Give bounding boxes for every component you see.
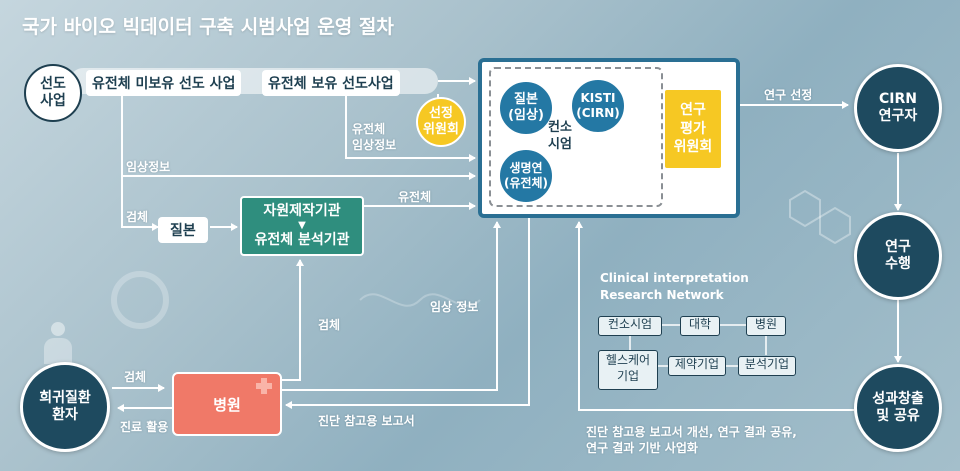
cirn-pharma-box: 제약기업 <box>668 356 726 376</box>
outcome-note-label: 진단 참고용 보고서 개선, 연구 결과 공유, 연구 결과 기반 사업화 <box>586 425 797 456</box>
research-execution-circle: 연구 수행 <box>854 212 942 300</box>
genome-label: 유전체 <box>398 190 432 204</box>
selection-committee-circle: 선정 위원회 <box>416 97 466 147</box>
no-genome-pilot-label: 유전체 미보유 선도 사업 <box>86 70 242 96</box>
hospital-label: 병원 <box>213 395 241 414</box>
cirn-hospital-box: 병원 <box>746 316 786 336</box>
cirn-title: Clinical interpretation Research Network <box>600 271 749 303</box>
genome-pilot-label: 유전체 보유 선도사업 <box>262 70 400 96</box>
cirn-consortium-box: 컨소시엄 <box>598 316 662 336</box>
diagnostic-report-label: 진단 참고용 보고서 <box>318 414 415 428</box>
person-icon <box>44 322 72 364</box>
hospital-specimen-label: 검체 <box>318 318 341 332</box>
consortium-dashed-area <box>489 67 663 207</box>
genome-analysis-institute-label: 유전체 분석기관 <box>254 232 350 249</box>
specimen-label: 검체 <box>126 210 149 224</box>
kisti-cirn-circle: KISTI (CIRN) <box>570 78 626 134</box>
page-title: 국가 바이오 빅데이터 구축 시범사업 운영 절차 <box>22 16 394 38</box>
cirn-analysis-company-box: 분석기업 <box>738 356 796 376</box>
kdca-specimen-box: 질본 <box>158 217 208 243</box>
down-triangle-icon: ▼ <box>298 220 306 232</box>
cirn-university-box: 대학 <box>680 316 720 336</box>
kdca-clinical-circle: 질본 (임상) <box>498 80 554 136</box>
patient-specimen-label: 검체 <box>124 370 147 384</box>
cirn-researcher-circle: CIRN 연구자 <box>854 64 942 152</box>
outcome-sharing-circle: 성과창출 및 공유 <box>854 364 942 452</box>
medical-cross-icon <box>256 378 272 394</box>
treatment-use-label: 진료 활용 <box>120 420 169 434</box>
resource-analysis-institute-box: 자원제작기관 ▼ 유전체 분석기관 <box>240 196 364 256</box>
decorative-molecule <box>111 189 851 329</box>
research-eval-committee-box: 연구 평가 위원회 <box>665 90 721 168</box>
kribb-genome-circle: 생명연 (유전체) <box>498 148 554 204</box>
consortium-pilot-label: 컨소 시엄 <box>548 120 572 152</box>
pilot-project-circle: 선도 사업 <box>24 64 82 122</box>
rare-disease-patient-circle: 희귀질환 환자 <box>20 362 110 452</box>
research-selection-label: 연구 선정 <box>764 88 813 102</box>
clinical-info-2-label: 임상 정보 <box>430 300 479 314</box>
genome-clinical-info-label: 유전체 임상정보 <box>352 122 397 152</box>
clinical-info-label: 임상정보 <box>126 160 171 174</box>
cirn-healthcare-box: 헬스케어 기업 <box>598 350 658 390</box>
resource-institute-label: 자원제작기관 <box>263 203 341 219</box>
